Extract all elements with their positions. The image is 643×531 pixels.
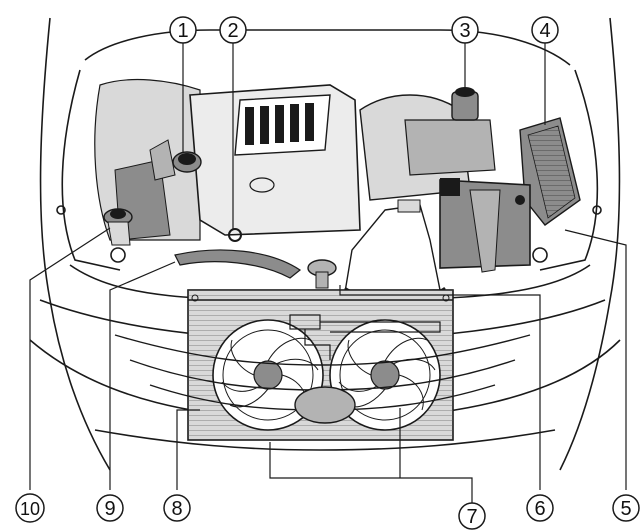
- coolant-reservoir: [103, 208, 133, 246]
- callout-9-label: 9: [104, 498, 115, 520]
- engine-oil-dipstick: [174, 228, 302, 279]
- callout-5-label: 5: [620, 498, 631, 520]
- callout-6-label: 6: [534, 498, 545, 520]
- callout-10: 10: [15, 493, 45, 523]
- leader-lines: [29, 43, 627, 510]
- callout-7-label: 7: [466, 506, 477, 528]
- callout-6: 6: [526, 494, 554, 522]
- battery: [439, 178, 531, 273]
- grille-emblem: [294, 386, 356, 424]
- callout-9: 9: [96, 494, 124, 522]
- fan-wiring: [289, 314, 441, 360]
- electric-cooling-fan-right: [329, 319, 441, 431]
- leader-8: [176, 409, 200, 490]
- callout-7: 7: [458, 502, 486, 530]
- callout-10-label: 10: [20, 499, 40, 519]
- engine-oil-filler-cap: [149, 139, 202, 181]
- callout-4: 4: [531, 16, 559, 44]
- engine-cover-ribs: [245, 103, 314, 145]
- callout-8-label: 8: [171, 498, 182, 520]
- leader-10: [29, 227, 111, 490]
- leader-6: [339, 285, 541, 490]
- brake-fluid-reservoir: [451, 87, 479, 121]
- callout-5: 5: [612, 494, 640, 522]
- air-cleaner-assembly: [359, 94, 496, 201]
- callout-3: 3: [451, 16, 479, 44]
- leader-9: [109, 261, 176, 490]
- leader-5: [564, 229, 627, 490]
- callout-1-label: 1: [177, 20, 188, 42]
- callout-4-label: 4: [539, 20, 550, 42]
- callout-2-label: 2: [227, 20, 238, 42]
- callout-8: 8: [163, 494, 191, 522]
- callout-1: 1: [169, 16, 197, 44]
- leader-7: [269, 408, 473, 510]
- callout-2: 2: [219, 16, 247, 44]
- callout-3-label: 3: [459, 20, 470, 42]
- engine-cover: [189, 84, 361, 236]
- radiator-cap: [307, 259, 337, 289]
- fuse-box: [519, 117, 581, 226]
